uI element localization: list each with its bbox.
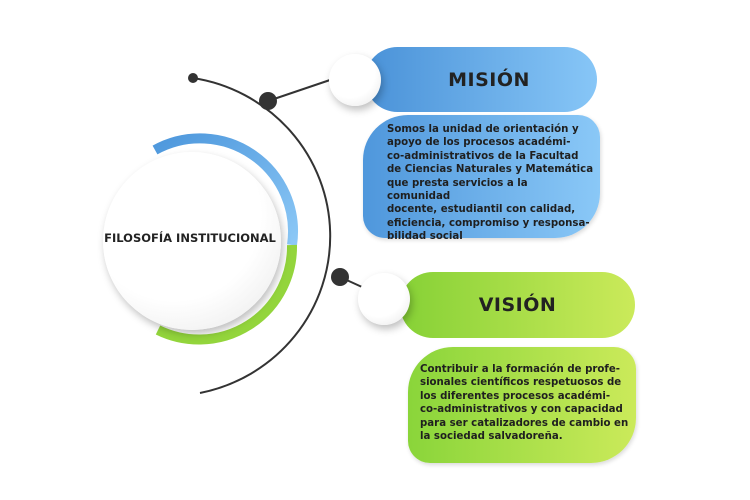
mision-knob <box>329 54 381 106</box>
ring-green <box>155 244 298 345</box>
vision-header: VISIÓN <box>400 272 635 338</box>
mision-text: Somos la unidad de orientación y apoyo d… <box>363 115 600 242</box>
vision-title: VISIÓN <box>478 294 557 316</box>
vision-text: Contribuir a la formación de profe- sion… <box>408 347 636 463</box>
mision-title: MISIÓN <box>448 68 530 91</box>
vision-node-dot <box>331 268 349 286</box>
ring-blue <box>152 133 298 246</box>
vision-knob <box>358 273 410 325</box>
mision-header: MISIÓN <box>365 47 597 112</box>
arc-start-dot <box>188 73 198 83</box>
center-title: FILOSOFÍA INSTITUCIONAL <box>104 231 276 245</box>
mision-node-dot <box>259 92 277 110</box>
center-circle <box>103 152 281 330</box>
main-arc <box>192 77 332 394</box>
